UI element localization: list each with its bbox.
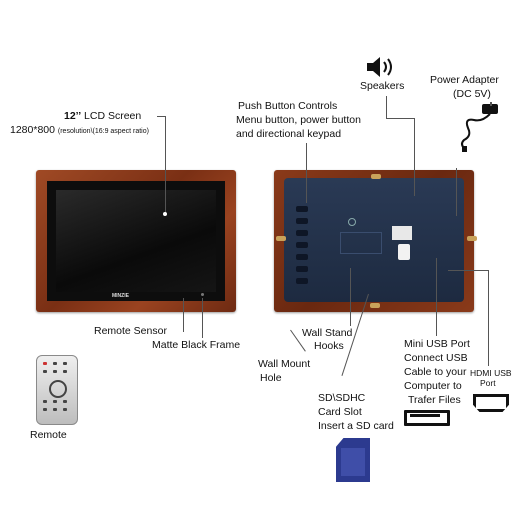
remote-sensor-label: Remote Sensor [94,325,167,337]
lcd-leader-v [165,116,166,214]
wall-stand-label-1: Wall Stand [302,327,353,339]
frame-logo: MINZIE [112,293,129,299]
speakers-label: Speakers [360,80,405,92]
remote-button [63,370,67,373]
remote-label: Remote [30,429,67,441]
wall-mount-label-1: Wall Mount [258,358,311,370]
remote-button [53,408,57,411]
mini-usb-label-4: Computer to [404,380,462,392]
resolution-note: (resolution\(16:9 aspect ratio) [57,128,149,135]
push-controls-leader [306,143,307,203]
matte-frame-label: Matte Black Frame [152,339,241,351]
hdmi-label-2: Port [480,378,496,388]
frame-clip-right [467,236,477,241]
remote-sensor-leader [183,298,184,332]
back-label-sticker [392,226,412,240]
remote-button [53,370,57,373]
lcd-leader-dot [163,212,167,216]
speakers-leader-h [386,118,414,119]
remote-button [63,400,67,403]
wall-stand-leader [350,268,351,326]
remote-button [43,400,47,403]
push-controls-title: Push Button Controls [238,100,338,112]
speakers-leader-v2 [414,118,415,196]
wall-stand-label-2: Hooks [314,340,344,352]
push-button[interactable] [296,206,308,212]
sd-card-label-area [341,448,365,476]
push-button[interactable] [296,230,308,236]
mini-usb-label-2: Connect USB [404,352,468,364]
usb-port-icon [404,410,450,426]
mini-usb-label-1: Mini USB Port [404,338,470,350]
remote-button [43,408,47,411]
push-controls-line2: Menu button, power button [236,114,361,126]
remote-button [53,400,57,403]
sd-label-3: Insert a SD card [318,420,394,432]
resolution-main: 1280*800 [10,124,55,136]
push-button[interactable] [296,218,308,224]
mini-usb-label-3: Cable to your [404,366,467,378]
remote-button [63,408,67,411]
remote-button [53,362,57,365]
back-panel [284,178,464,302]
frame-clip-left [276,236,286,241]
remote-button [63,362,67,365]
mini-usb-label-5: Trafer Files [408,394,461,406]
hdmi-port-icon [473,394,509,412]
push-controls-line3: and directional keypad [236,128,342,140]
speakers-leader-v1 [386,96,387,118]
wall-mount-hole [348,218,356,226]
remote-power-button [43,362,47,365]
wall-mount-label-2: Hole [260,372,282,384]
lcd-size: 12’’ [64,110,82,122]
power-adapter-spec: (DC 5V) [453,88,491,100]
lcd-label: 12’’ LCD Screen [64,110,141,123]
hdmi-leader-h [448,270,488,271]
push-button[interactable] [296,242,308,248]
lcd-title: LCD Screen [84,110,142,122]
lcd-screen [56,190,216,292]
frame-clip-bottom [370,303,380,308]
lcd-leader-h [157,116,165,117]
matte-frame-leader [202,298,203,338]
remote-dpad [49,380,67,398]
power-leader [456,168,457,216]
push-button[interactable] [296,266,308,272]
remote-button [43,370,47,373]
hdmi-label-1: HDMI USB [470,368,512,378]
push-button[interactable] [296,278,308,284]
hdmi-leader-v [488,270,489,366]
sd-label-2: Card Slot [318,406,362,418]
push-button[interactable] [296,254,308,260]
remote-control-icon [36,355,78,425]
resolution-label: 1280*800 (resolution\(16:9 aspect ratio) [10,124,149,138]
sd-slot-sticker [398,244,410,260]
sd-label-1: SD\SDHC [318,392,366,404]
remote-sensor-dot [201,293,204,296]
usb-port-contacts [410,414,440,417]
speaker-icon [366,56,396,78]
power-adapter-label: Power Adapter [430,74,499,86]
mini-usb-leader [436,258,437,336]
stand-bracket [340,232,382,254]
power-adapter-icon [452,102,504,154]
frame-clip-top [371,174,381,179]
